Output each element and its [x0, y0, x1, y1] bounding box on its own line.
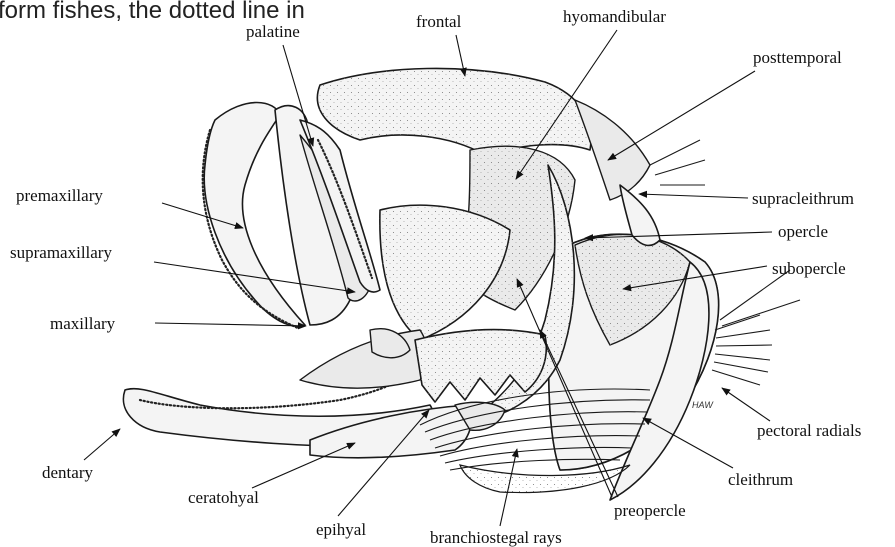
label-maxillary-text: maxillary	[50, 314, 116, 333]
label-opercle-text: opercle	[778, 222, 828, 241]
label-supramaxillary-text: supramaxillary	[10, 243, 112, 262]
label-subopercle-text: subopercle	[772, 259, 846, 278]
label-frontal-text: frontal	[416, 12, 462, 31]
caption-text: form fishes, the dotted line in	[0, 0, 305, 24]
label-posttemporal-text: posttemporal	[753, 48, 842, 67]
label-preopercle-text: preopercle	[614, 501, 686, 520]
label-ceratohyal-text: ceratohyal	[188, 488, 259, 507]
skull-illustration: HAW	[123, 68, 800, 500]
label-posttemporal: posttemporal	[608, 48, 842, 160]
label-frontal: frontal	[416, 12, 465, 76]
label-supracleithrum: supracleithrum	[639, 189, 854, 208]
label-pectoral-radials: pectoral radials	[722, 388, 861, 440]
label-maxillary: maxillary	[50, 314, 306, 333]
label-epihyal-text: epihyal	[316, 520, 366, 539]
label-cleithrum-text: cleithrum	[728, 470, 793, 489]
label-hyomandibular-text: hyomandibular	[563, 7, 666, 26]
label-premaxillary-text: premaxillary	[16, 186, 103, 205]
label-branchiostegal-rays-text: branchiostegal rays	[430, 528, 562, 547]
label-supracleithrum-text: supracleithrum	[752, 189, 854, 208]
label-pectoral-radials-text: pectoral radials	[757, 421, 861, 440]
label-dentary: dentary	[42, 429, 120, 482]
label-dentary-text: dentary	[42, 463, 93, 482]
illustrator-signature: HAW	[692, 400, 714, 410]
label-palatine-text: palatine	[246, 22, 300, 41]
